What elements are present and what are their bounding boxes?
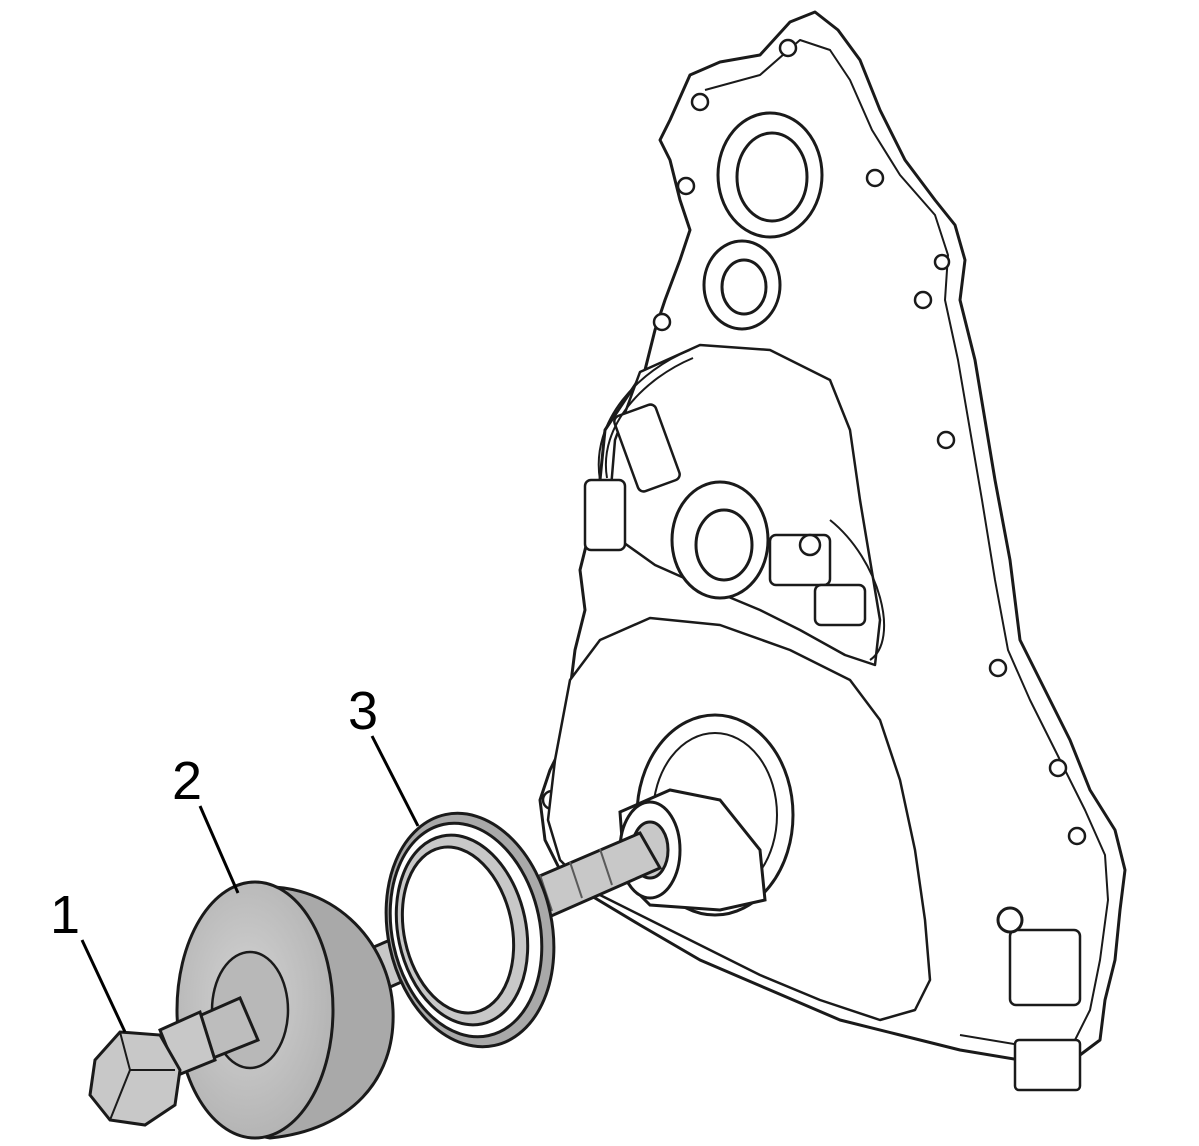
bolt-head xyxy=(88,1030,182,1127)
sensor-connectors xyxy=(583,403,867,627)
boss-inner xyxy=(720,258,768,316)
leader-line-2 xyxy=(198,805,240,894)
callout-label-1: 1 xyxy=(50,885,81,945)
installer-disc xyxy=(175,880,395,1140)
forcing-bolt xyxy=(88,996,260,1127)
lower-connector-plug xyxy=(1013,1038,1082,1092)
lower-connector xyxy=(1008,928,1082,1007)
leader-lines xyxy=(80,735,420,1033)
lower-bolt xyxy=(996,906,1024,934)
installer-sleeve xyxy=(618,788,767,912)
callout-label-2: 2 xyxy=(172,751,203,811)
leader-line-1 xyxy=(80,939,127,1033)
center-hub-inner xyxy=(694,508,754,582)
crankshaft-seal xyxy=(384,811,556,1049)
cam-bore-inner xyxy=(735,131,809,223)
harness-wires xyxy=(597,349,885,661)
front-cover xyxy=(538,10,1127,1092)
leader-line-3 xyxy=(370,735,420,827)
front-cover-rim xyxy=(704,39,1109,1046)
callout-label-3: 3 xyxy=(348,681,379,741)
